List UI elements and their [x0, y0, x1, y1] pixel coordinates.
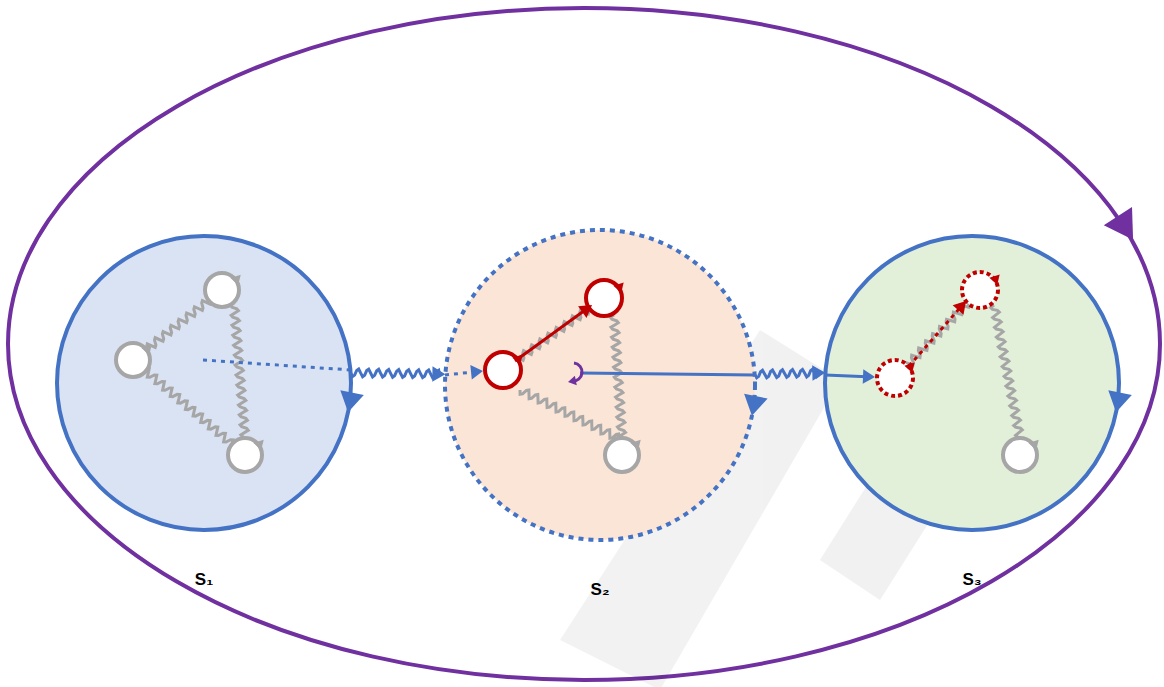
inner-arrow [515, 310, 586, 361]
spin-arrowhead [630, 440, 640, 450]
circle-outline [439, 224, 761, 546]
state-label: S₁ [195, 570, 213, 590]
wavy-arrow [755, 369, 820, 378]
cycle-arrowhead [1104, 207, 1133, 240]
spin-arrowhead [141, 345, 151, 355]
state-circle: S₃ [819, 230, 1125, 596]
circle-outline [51, 230, 357, 536]
inner-arrow [445, 372, 475, 375]
circle-border [57, 236, 351, 530]
state-label: S₂ [591, 580, 610, 600]
spring [230, 303, 248, 438]
spring [503, 298, 605, 372]
rotation-arrowhead [568, 376, 577, 385]
circle-border [825, 236, 1119, 530]
spring [991, 305, 1023, 438]
circle-border [445, 230, 755, 540]
spring [610, 315, 625, 437]
inner-arrow [203, 360, 351, 370]
wavy-arrow [351, 369, 440, 378]
cycle-ellipse [8, 8, 1160, 680]
circle-arrowhead [340, 390, 364, 412]
spin-arrowhead [1028, 440, 1038, 450]
circle-arrowhead [744, 394, 768, 416]
spring [520, 390, 622, 443]
spring [132, 360, 246, 455]
inner-arrowhead [953, 301, 966, 315]
state-circle: S₂ [439, 224, 761, 606]
state-circle: S₁ [51, 230, 357, 596]
spin-arrowhead [613, 282, 623, 292]
circle-outline [819, 230, 1125, 536]
spin-arrowhead [989, 274, 999, 284]
circle-arrowhead [1108, 390, 1132, 412]
inner-arrow [580, 373, 755, 375]
inner-arrow [825, 375, 867, 377]
state-label: S₃ [962, 570, 981, 590]
cycle-arrowhead [1104, 207, 1133, 240]
spin-arrowhead [230, 275, 240, 285]
inner-arrow [909, 307, 961, 366]
spin-arrowhead [253, 440, 263, 450]
